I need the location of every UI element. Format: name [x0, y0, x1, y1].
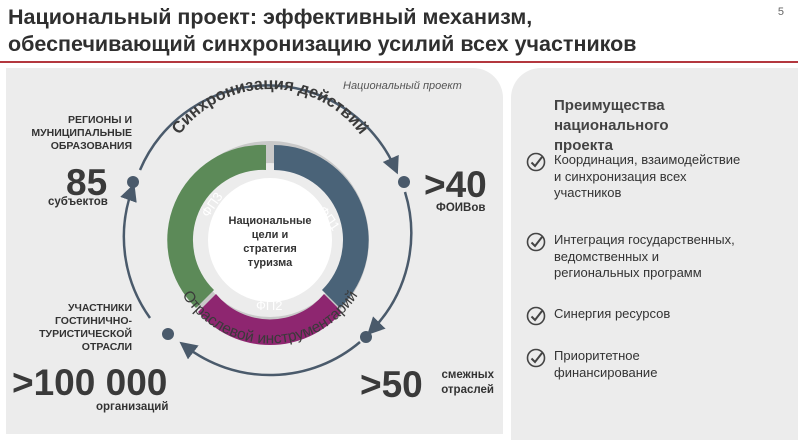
advantage-text-line: ведомственных и: [554, 248, 659, 264]
advantages-title: Преимущества национального проекта: [554, 96, 724, 156]
related-unit-line-2: отраслей: [441, 384, 494, 396]
svg-text:Синхронизация действий: Синхронизация действий: [168, 75, 371, 138]
advantages-panel: [511, 68, 798, 440]
participants-unit: организаций: [96, 401, 169, 413]
participants-value: >100 000: [12, 362, 168, 403]
segment-fp2-label: ФП2: [256, 298, 282, 313]
advantage-item: Интеграция государственных, ведомственны…: [526, 232, 735, 282]
advantage-text-line: региональных программ: [554, 265, 702, 280]
title-line-1: Национальный проект: эффективный механиз…: [8, 5, 533, 29]
advantage-text-line: и синхронизация всех: [554, 168, 687, 184]
dot-regions: [127, 176, 139, 188]
advantage-item: Координация, взаимодействие и синхрониза…: [526, 152, 740, 202]
foiv-value: >40: [424, 164, 487, 205]
advantage-text: Координация, взаимодействие и синхрониза…: [554, 152, 740, 202]
check-circle-icon: [526, 152, 546, 172]
regions-label: РЕГИОНЫ И МУНИЦИПАЛЬНЫЕ ОБРАЗОВАНИЯ: [30, 114, 132, 153]
advantage-text-line: Синергия ресурсов: [554, 306, 671, 321]
advantages-title-line-2: национального проекта: [554, 117, 669, 154]
check-circle-icon: [526, 306, 546, 326]
advantage-text: Синергия ресурсов: [554, 306, 670, 323]
center-line-3: стратегия: [243, 243, 297, 255]
page-number: 5: [777, 6, 784, 18]
foiv-unit: ФОИВов: [436, 202, 486, 214]
advantages-title-line-1: Преимущества: [554, 97, 665, 114]
dot-foiv: [398, 176, 410, 188]
title-line-2: обеспечивающий синхронизацию усилий всех…: [8, 32, 637, 56]
segment-fp2: [198, 294, 342, 346]
dot-related: [360, 331, 372, 343]
slide-title: Национальный проект: эффективный механиз…: [8, 4, 748, 58]
participants-label-line-3: ТУРИСТИЧЕСКОЙ: [39, 328, 132, 340]
participants-label-line-2: ГОСТИНИЧНО-: [54, 315, 132, 327]
regions-value: 85: [66, 162, 108, 203]
advantage-item: Синергия ресурсов: [526, 306, 670, 326]
center-line-4: туризма: [248, 257, 293, 269]
segment-fp3: [167, 144, 266, 308]
advantage-text-line: финансирование: [554, 364, 658, 380]
arc-top-label: Синхронизация действий: [168, 75, 371, 138]
regions-label-line-1: РЕГИОНЫ И: [68, 114, 132, 126]
advantage-text-line: участников: [554, 185, 622, 200]
segment-fp1: [274, 145, 369, 308]
related-unit-line-1: смежных: [441, 369, 494, 381]
regions-label-line-3: ОБРАЗОВАНИЯ: [50, 140, 132, 152]
center-line-2: цели и: [252, 229, 288, 241]
participants-label-line-4: ОТРАСЛИ: [81, 341, 132, 353]
advantage-item: Приоритетное финансирование: [526, 348, 657, 381]
participants-label: УЧАСТНИКИ ГОСТИНИЧНО- ТУРИСТИЧЕСКОЙ ОТРА…: [20, 302, 132, 354]
related-unit: смежных отраслей: [432, 368, 494, 398]
advantage-text: Интеграция государственных, ведомственны…: [554, 232, 735, 282]
center-line-1: Национальные: [229, 215, 312, 227]
center-disc: [208, 178, 332, 302]
advantage-text: Приоритетное финансирование: [554, 348, 657, 381]
advantage-text-line: Интеграция государственных,: [554, 232, 735, 247]
dot-participants: [162, 328, 174, 340]
advantage-text-line: Координация, взаимодействие: [554, 152, 741, 167]
outer-ring: [120, 84, 413, 377]
regions-label-line-2: МУНИЦИПАЛЬНЫЕ: [31, 127, 132, 139]
title-divider: [0, 61, 798, 63]
participants-label-line-1: УЧАСТНИКИ: [67, 302, 132, 314]
regions-unit: субъектов: [48, 196, 108, 208]
check-circle-icon: [526, 232, 546, 252]
related-value: >50: [360, 364, 423, 405]
advantage-text-line: Приоритетное: [554, 348, 640, 363]
diagram-caption: Национальный проект: [343, 80, 462, 92]
check-circle-icon: [526, 348, 546, 368]
